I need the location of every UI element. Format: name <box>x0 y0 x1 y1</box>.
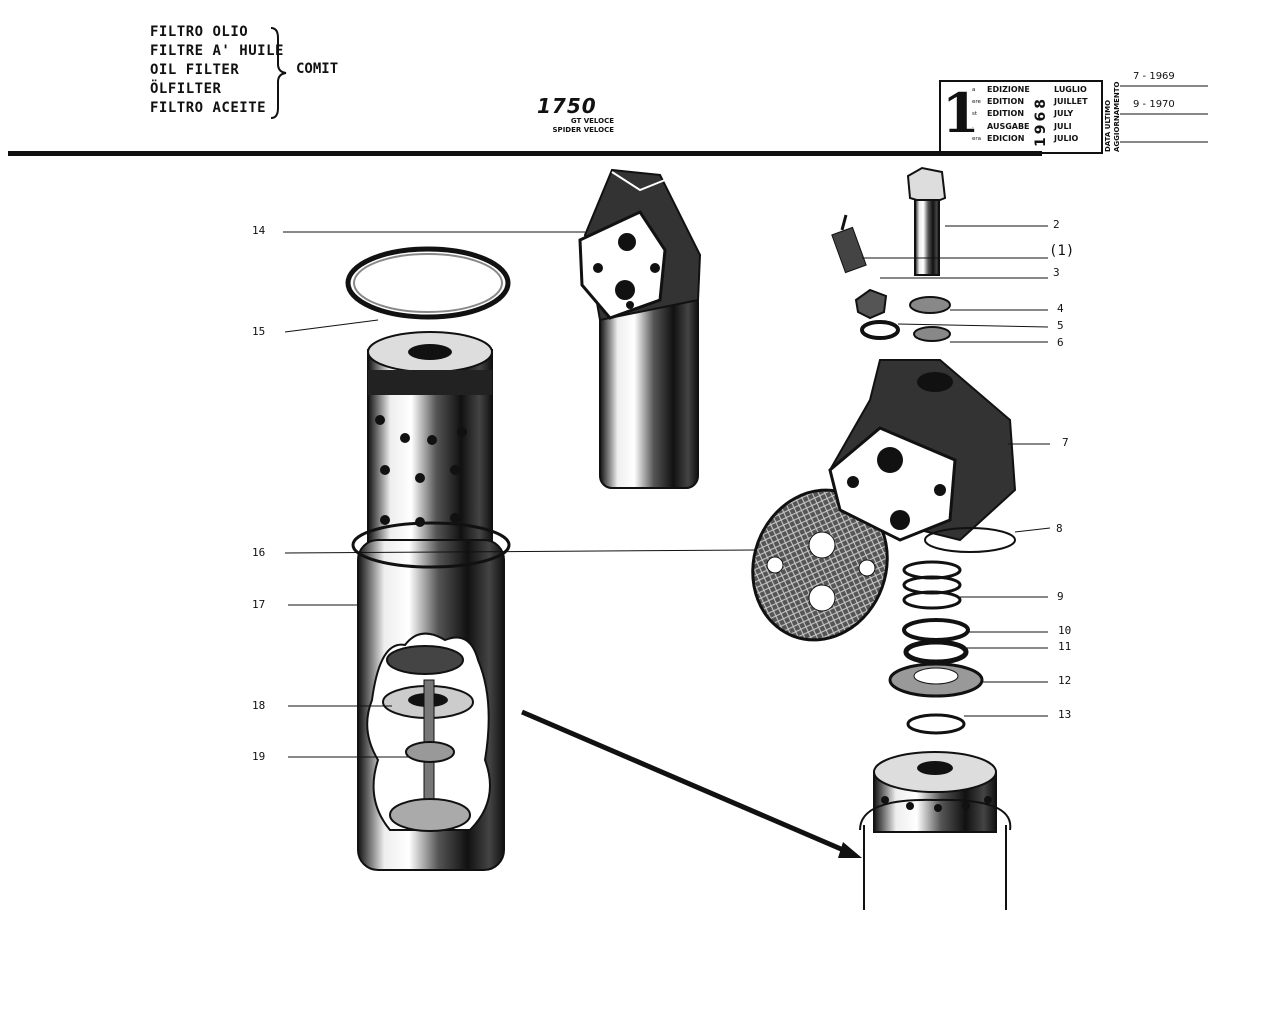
callout-6: 6 <box>1057 336 1064 349</box>
callout-9: 9 <box>1057 590 1064 603</box>
update-lines <box>1120 85 1208 143</box>
variant-spider-veloce: SPIDER VELOCE <box>552 126 614 134</box>
filter-top-detail <box>859 751 1012 910</box>
part-name-spanish: FILTRO ACEITE <box>150 100 267 116</box>
callout-10: 10 <box>1058 624 1072 637</box>
header-rule <box>8 151 1042 156</box>
callout-12: 12 <box>1058 674 1072 687</box>
callout-7: 7 <box>1062 436 1069 449</box>
part-name-english: OIL FILTER <box>150 62 240 78</box>
circlip-13 <box>906 713 966 735</box>
callout-4: 4 <box>1057 302 1064 315</box>
callout-8: 8 <box>1056 522 1063 535</box>
ring-10 <box>902 618 970 642</box>
callout-15: 15 <box>252 325 266 338</box>
brace-symbol <box>270 27 287 119</box>
oil-pressure-sender <box>831 214 867 274</box>
update-date-2: 9 - 1970 <box>1133 99 1175 110</box>
union-fitting-3 <box>854 288 888 320</box>
spring-9 <box>902 560 962 610</box>
filter-canister-17 <box>351 521 511 871</box>
o-ring-8 <box>924 527 1016 553</box>
edition-suffixes: a ere st . era <box>972 87 982 142</box>
edition-months: LUGLIO JUILLET JULY JULI JULIO <box>1054 85 1088 143</box>
callout-11: 11 <box>1058 640 1072 653</box>
callout-1: (1) <box>1049 243 1075 259</box>
filter-bracket-7 <box>828 359 1017 542</box>
part-name-french: FILTRE A' HUILE <box>150 43 284 59</box>
edition-labels: EDIZIONE EDITION EDITION AUSGABE EDICION <box>987 85 1030 143</box>
callout-13: 13 <box>1058 708 1072 721</box>
leader-lines <box>283 225 1051 758</box>
edition-number: 1 <box>942 81 980 145</box>
washer-5-left <box>860 320 900 340</box>
assembled-filter-illustration <box>578 168 702 489</box>
part-name-list: FILTRO OLIO FILTRE A' HUILE OIL FILTER Ö… <box>150 23 284 118</box>
callout-16: 16 <box>252 546 266 559</box>
model-variants: GT VELOCE SPIDER VELOCE <box>540 117 614 135</box>
part-name-italian: FILTRO OLIO <box>150 24 249 40</box>
ring-11 <box>903 639 969 665</box>
gasket-16 <box>751 488 889 642</box>
callout-19: 19 <box>252 750 266 763</box>
cup-12 <box>888 662 984 698</box>
part-name-german: ÖLFILTER <box>150 81 222 97</box>
callout-3: 3 <box>1053 266 1060 279</box>
variant-gt-veloce: GT VELOCE <box>570 117 614 125</box>
callout-2: 2 <box>1053 218 1060 231</box>
model-title: 1750 <box>537 94 597 118</box>
seal-ring-15 <box>345 246 511 320</box>
update-date-1: 7 - 1969 <box>1133 71 1175 82</box>
callout-5: 5 <box>1057 319 1064 332</box>
callout-18: 18 <box>252 699 266 712</box>
detail-arrow <box>521 709 862 858</box>
manufacturer-label: COMIT <box>296 61 339 77</box>
washer-6 <box>913 326 951 342</box>
edition-box <box>939 80 1103 154</box>
filter-element-16 <box>367 331 493 571</box>
banjo-bolt-2 <box>906 166 947 276</box>
callout-17: 17 <box>252 598 266 611</box>
washer-4 <box>909 296 951 314</box>
callout-14: 14 <box>252 224 266 237</box>
